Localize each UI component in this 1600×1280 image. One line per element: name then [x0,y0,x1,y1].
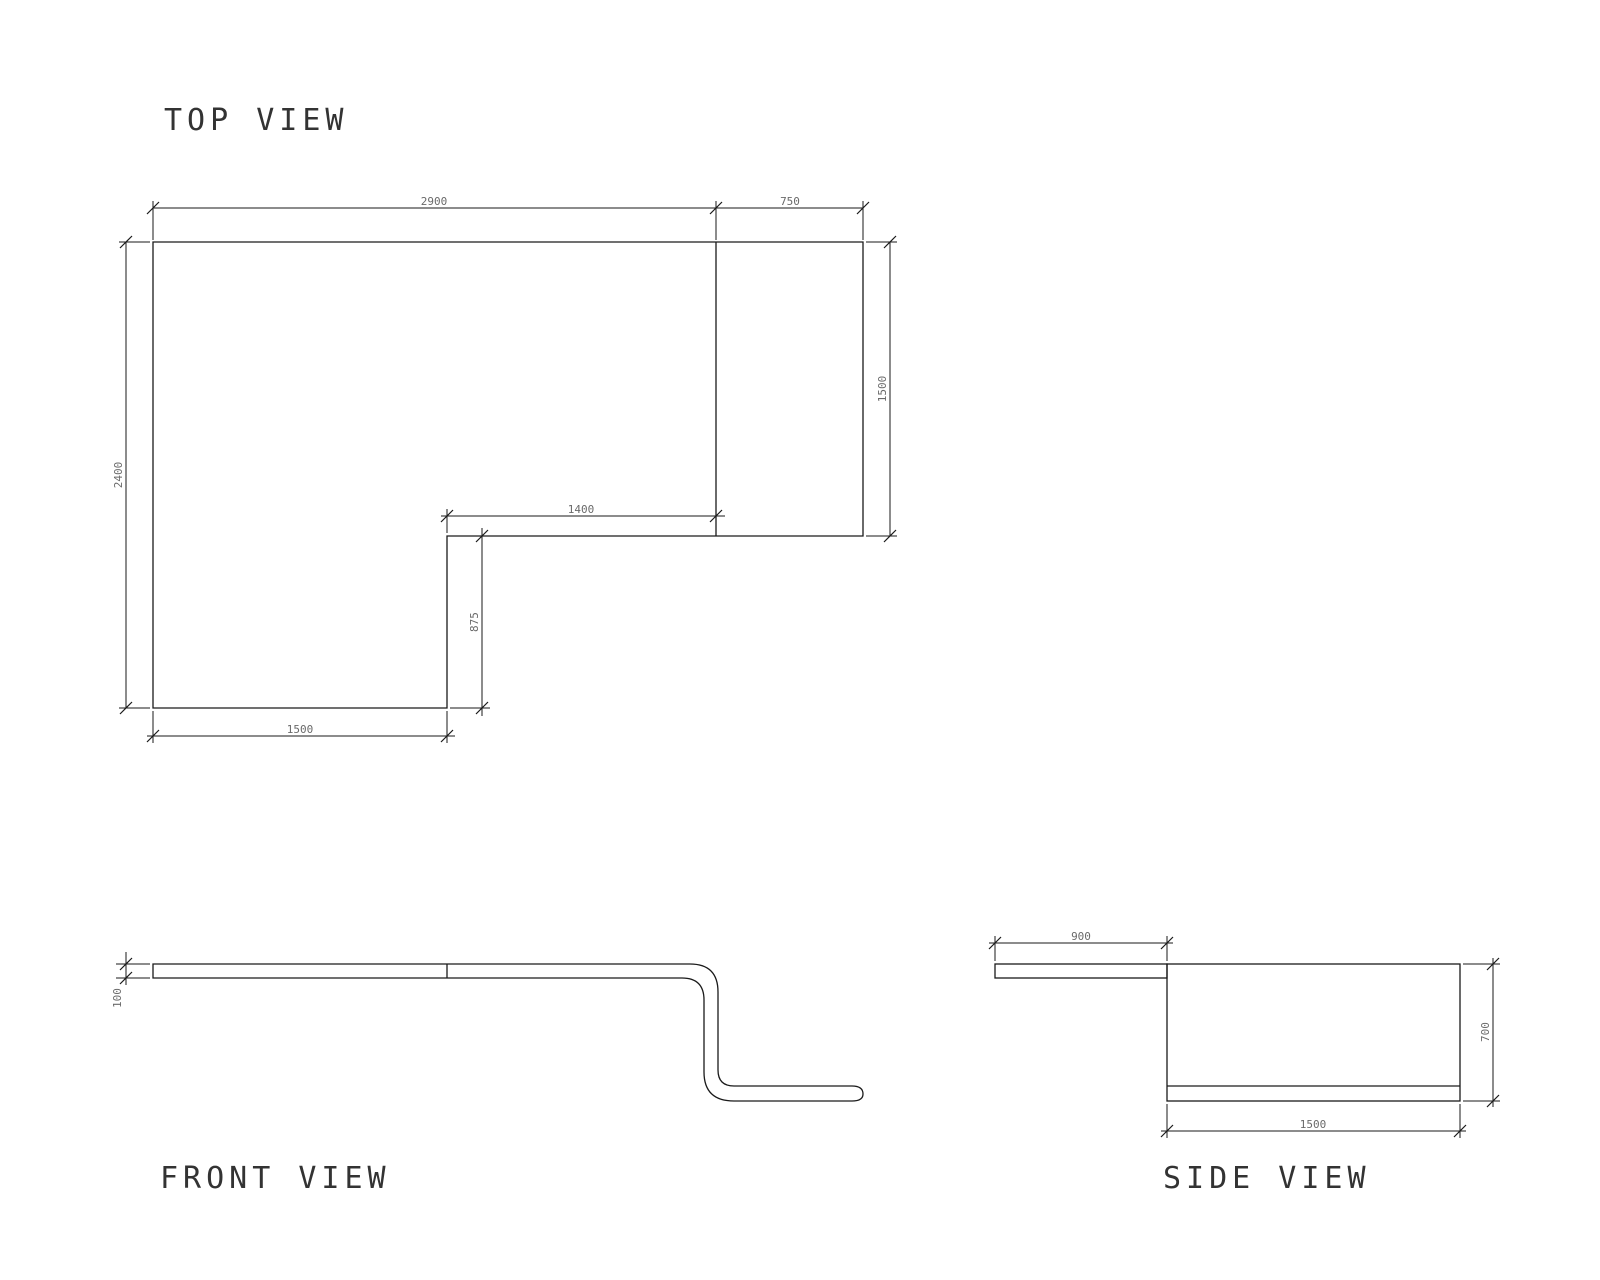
dim-top-right: 750 [716,195,870,240]
dim-bottom-width-label: 1500 [287,723,314,736]
dim-right-height: 1500 [866,235,897,543]
dim-inner-height: 875 [450,528,490,716]
dim-inner-width-label: 1400 [568,503,595,516]
front-view-title: FRONT VIEW [160,1161,391,1196]
dim-inner-height-label: 875 [468,612,481,632]
dim-side-overhang-label: 900 [1071,930,1091,943]
dim-side-height: 700 [1463,957,1500,1108]
top-view-outline [152,241,864,709]
top-view-title: TOP VIEW [164,103,349,138]
dim-top-right-label: 750 [780,195,800,208]
dim-side-overhang: 900 [988,930,1174,961]
dim-right-height-label: 1500 [876,376,889,403]
dim-left-height-label: 2400 [112,462,125,489]
dim-front-thickness-label: 100 [111,988,124,1008]
dim-bottom-width: 1500 [146,711,455,743]
front-view: 100 FRONT VIEW [111,952,864,1196]
front-view-profile [152,963,864,1102]
dim-inner-width: 1400 [440,503,725,533]
dim-side-depth-label: 1500 [1300,1118,1327,1131]
dim-side-height-label: 700 [1479,1022,1492,1042]
side-view-title: SIDE VIEW [1163,1161,1371,1196]
side-view-body [1166,963,1461,1102]
dim-side-depth: 1500 [1160,1104,1467,1138]
top-view: TOP VIEW 2900 750 1500 [112,103,897,743]
side-view-overhang-slab [994,963,1168,979]
dim-top-left-label: 2900 [421,195,448,208]
dim-left-height: 2400 [112,235,150,715]
side-view: 900 700 1500 SIDE VIEW [988,930,1500,1196]
dim-front-thickness: 100 [111,952,150,1008]
dim-top-left: 2900 [146,195,723,240]
